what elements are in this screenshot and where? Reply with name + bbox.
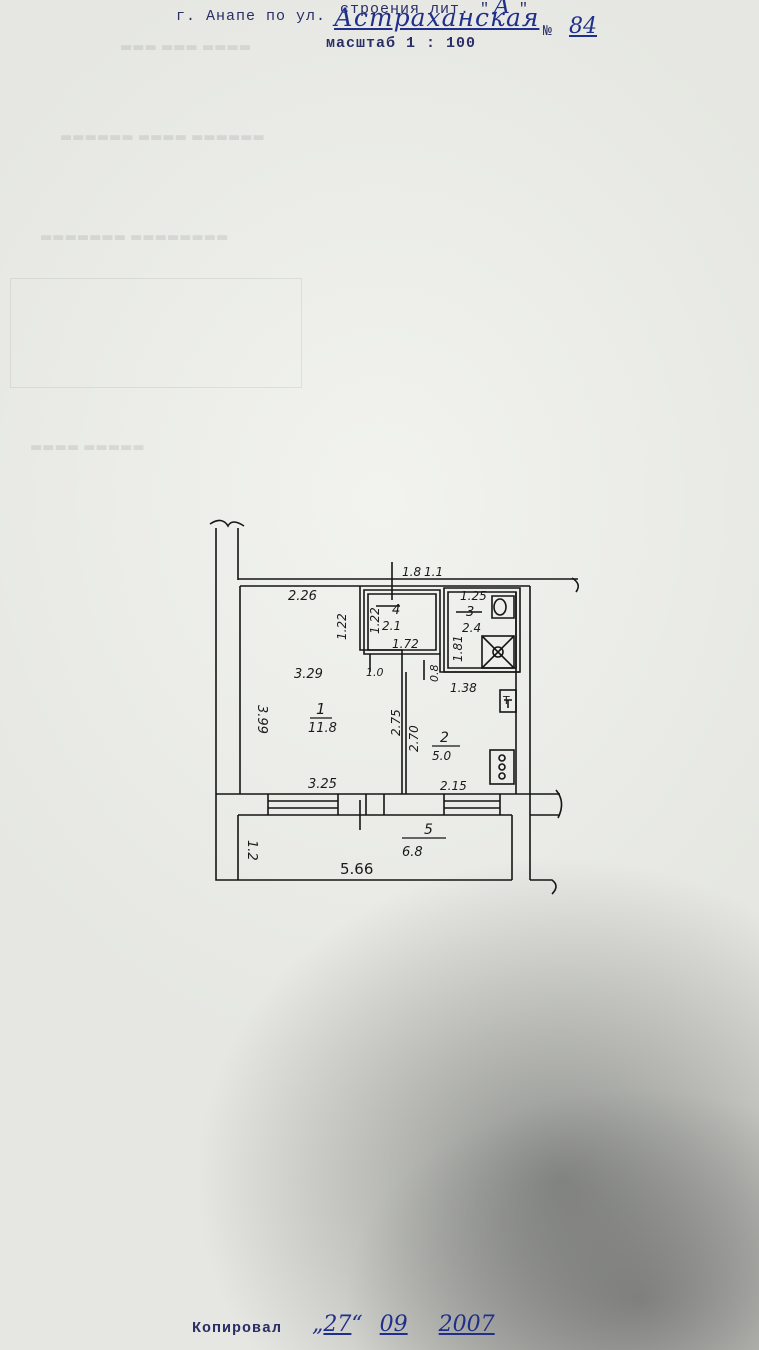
- room-3-number: 3: [466, 605, 474, 620]
- show-through-text: ▬▬▬▬ ▬▬▬▬▬: [30, 440, 145, 455]
- show-through-text: ▬▬▬▬▬▬ ▬▬▬▬ ▬▬▬▬▬▬: [60, 130, 265, 145]
- window-right: [443, 794, 501, 815]
- dim-room3-width: 1.25: [460, 589, 487, 603]
- street-name: Астраханская: [334, 3, 540, 32]
- sink-icon: [499, 689, 517, 713]
- window-left: [267, 794, 339, 815]
- scale-label: масштаб 1 : 100: [326, 35, 477, 52]
- dim-room2-top-width: 1.38: [450, 681, 477, 695]
- header-top-value: A: [494, 0, 511, 19]
- footer-label: Копировал: [192, 1320, 283, 1337]
- room-1-area: 11.8: [308, 721, 337, 736]
- dim-room2-left-height-2: 2.70: [407, 725, 421, 752]
- dim-balcony-height: 1.2: [244, 840, 259, 861]
- dim-room4-width: 1.72: [392, 637, 419, 651]
- wall-break-right2: [530, 793, 560, 816]
- balcony-door: [359, 794, 385, 830]
- room3-inner: [447, 591, 517, 669]
- wall-break-top: [209, 519, 245, 528]
- dim-small-right: 0.8: [428, 665, 441, 683]
- show-through-text: ▬▬▬▬▬▬▬ ▬▬▬▬▬▬▬▬: [40, 230, 229, 245]
- header-top-line: строения лит. "A": [340, 0, 528, 19]
- dim-room1-bottom-width: 3.25: [308, 777, 337, 792]
- show-through-box: [10, 278, 302, 388]
- dim-room3-height: 1.81: [451, 635, 465, 662]
- outer-wall-left: [215, 528, 512, 881]
- number-sign: №: [543, 23, 554, 40]
- room-4-area: 2.1: [382, 619, 401, 633]
- footer-date: „27“ 09 2007: [312, 1312, 495, 1337]
- room-4-number: 4: [392, 603, 400, 618]
- footer-month: 09: [379, 1312, 408, 1337]
- room-1-number: 1: [316, 700, 326, 718]
- room-2-number: 2: [440, 730, 449, 746]
- dim-top-left-width: 2.26: [288, 589, 317, 604]
- dim-room2-bottom-width: 2.15: [440, 779, 467, 793]
- room-3-area: 2.4: [462, 621, 481, 635]
- room-5-area: 6.8: [402, 845, 423, 860]
- wall-break-right: [571, 577, 580, 593]
- dim-corridor-top-right: 1.1: [424, 565, 443, 579]
- dim-corridor-top: 1.8: [402, 565, 421, 579]
- room4-inner: [367, 593, 437, 651]
- footer-year: 2007: [438, 1312, 495, 1337]
- dim-left-height: 3.99: [254, 705, 269, 734]
- footer-day: 27: [323, 1312, 352, 1337]
- dim-small-left: 1.0: [366, 666, 384, 679]
- dim-room4-height-left: 1.22: [335, 613, 349, 640]
- room2-wall-top: [439, 654, 520, 673]
- toilet-icon: [491, 595, 515, 619]
- dim-balcony-width: 5.66: [340, 860, 373, 878]
- dim-room2-left-height: 2.75: [389, 709, 403, 736]
- wall-break-right3: [530, 879, 557, 895]
- room-2-area: 5.0: [432, 749, 451, 763]
- dim-room4-height-right: 1.22: [368, 607, 382, 634]
- wall-break-right4: [555, 789, 563, 819]
- room-5-number: 5: [424, 822, 433, 838]
- stove-icon: [489, 749, 515, 785]
- address-prefix: г. Анапе по ул.: [176, 8, 327, 25]
- shower-tray-icon: [481, 635, 515, 669]
- sink-symbol: T: [502, 694, 510, 707]
- address-line: г. Анапе по ул.: [176, 8, 326, 25]
- dim-room1-width: 3.29: [294, 667, 323, 682]
- house-number: 84: [569, 14, 597, 39]
- show-through-text: ▬▬▬ ▬▬▬ ▬▬▬▬: [120, 40, 252, 55]
